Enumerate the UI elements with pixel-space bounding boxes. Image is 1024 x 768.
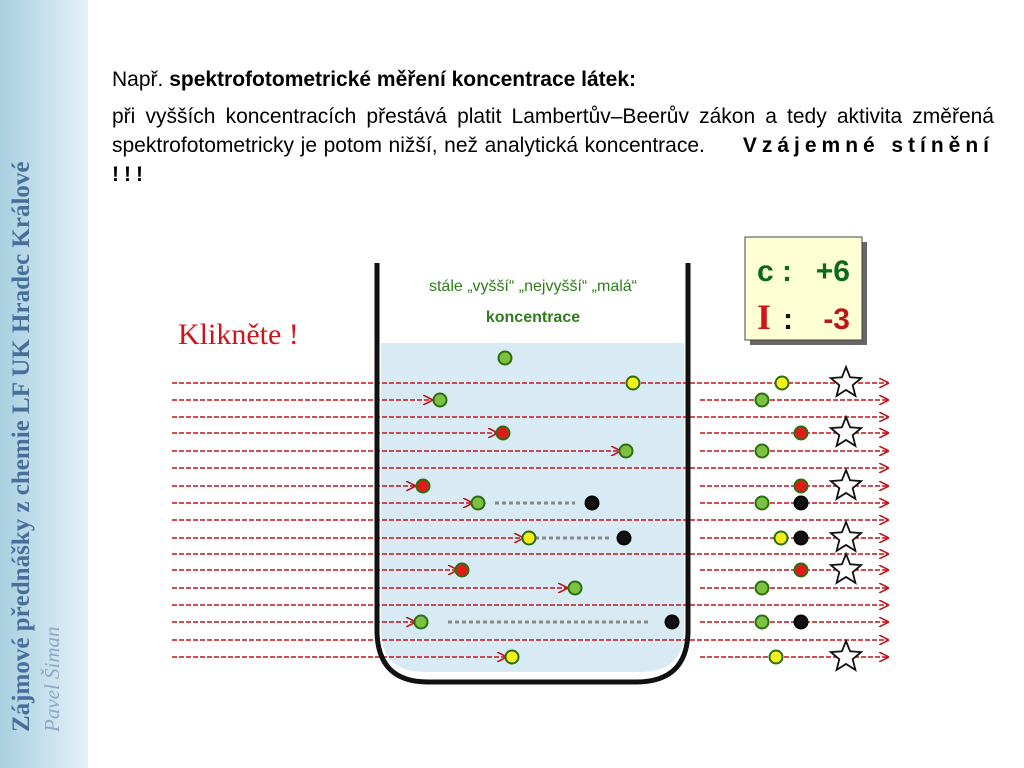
sidebar: Zájmové přednášky z chemie LF UK Hradec … xyxy=(0,0,88,768)
molecule xyxy=(567,580,583,596)
beaker-label-line2: koncentrace xyxy=(486,309,580,326)
stars xyxy=(828,364,864,672)
molecule xyxy=(616,530,632,546)
molecule xyxy=(664,614,680,630)
molecule xyxy=(773,530,789,546)
molecule xyxy=(793,495,809,511)
star-icon xyxy=(828,414,864,448)
molecule xyxy=(618,443,634,459)
molecule xyxy=(521,530,537,546)
molecule xyxy=(754,443,770,459)
readout-i-colon: : xyxy=(783,303,793,336)
molecule xyxy=(432,392,448,408)
molecules xyxy=(413,350,809,665)
readout-c-value: +6 xyxy=(816,255,850,288)
molecule xyxy=(584,495,600,511)
molecule xyxy=(495,425,511,441)
beaker xyxy=(374,263,691,685)
molecule xyxy=(754,614,770,630)
molecule xyxy=(504,649,520,665)
molecule xyxy=(754,495,770,511)
beaker-air xyxy=(381,265,684,343)
molecule xyxy=(415,478,431,494)
star-icon xyxy=(828,519,864,553)
molecule xyxy=(754,580,770,596)
star-icon xyxy=(828,467,864,501)
molecule xyxy=(793,530,809,546)
molecule xyxy=(625,375,641,391)
readout-box xyxy=(744,236,863,341)
readout-c-label: c : xyxy=(757,255,792,288)
star-icon xyxy=(828,551,864,585)
star-icon xyxy=(828,638,864,672)
molecule xyxy=(454,562,470,578)
molecule xyxy=(793,425,809,441)
paragraph-emphasis: Vzájemné stínění !!! xyxy=(112,134,994,186)
solution xyxy=(381,343,684,672)
molecule xyxy=(497,350,513,366)
light-rays xyxy=(172,383,888,657)
slide-paragraph: při vyšších koncentracích přestává plati… xyxy=(112,102,994,189)
molecule xyxy=(774,375,790,391)
readout-i-value: -3 xyxy=(823,303,850,336)
heading-prefix: Např. xyxy=(112,68,170,91)
slide-heading: Např. spektrofotometrické měření koncent… xyxy=(112,68,994,92)
molecule xyxy=(793,562,809,578)
molecule xyxy=(793,478,809,494)
paragraph-text: při vyšších koncentracích přestává plati… xyxy=(112,105,994,157)
molecule xyxy=(793,614,809,630)
click-label[interactable]: Klikněte ! xyxy=(178,318,299,351)
molecule xyxy=(754,392,770,408)
molecule xyxy=(470,495,486,511)
star-icon xyxy=(828,364,864,398)
molecule xyxy=(768,649,784,665)
molecule xyxy=(413,614,429,630)
readout-i-label: I xyxy=(757,297,771,337)
slide-content: Např. spektrofotometrické měření koncent… xyxy=(112,68,994,189)
heading-bold: spektrofotometrické měření koncentrace l… xyxy=(169,68,637,91)
beaker-label-line1: stále „vyšší“ „nejvyšší“ „malá“ xyxy=(429,278,637,295)
